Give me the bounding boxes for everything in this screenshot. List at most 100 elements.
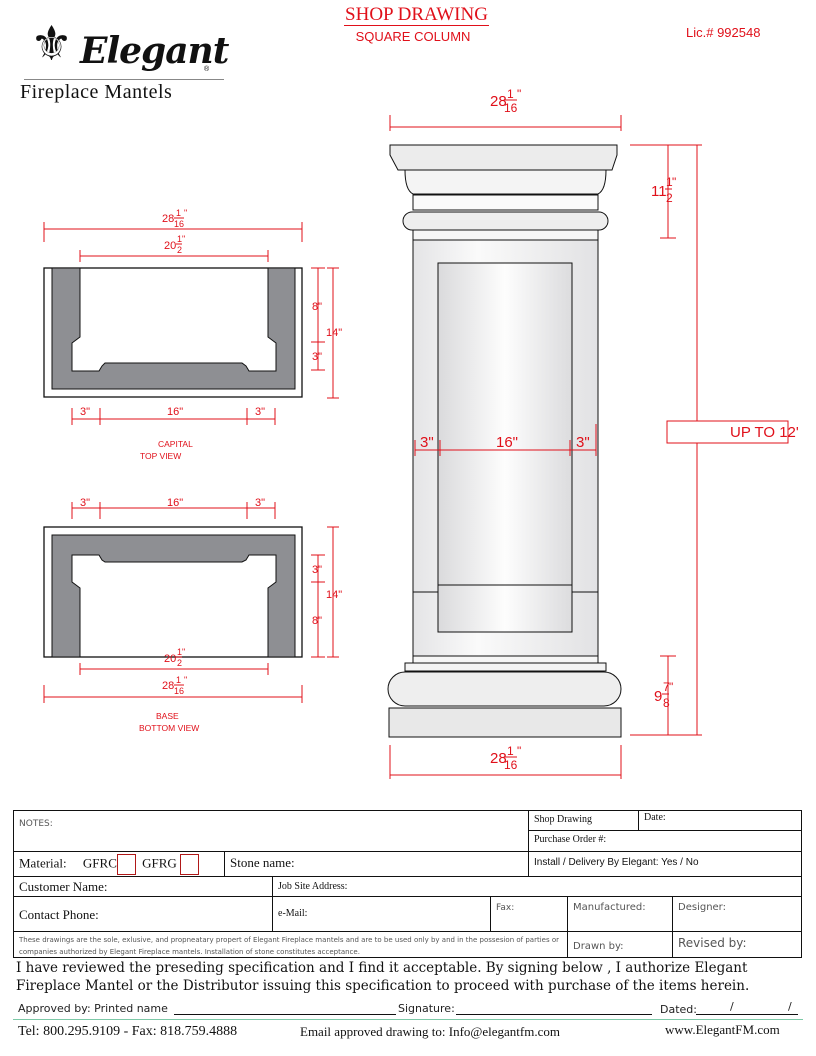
dated-input[interactable]: [696, 1002, 798, 1015]
signature-label: Signature:: [398, 1002, 455, 1015]
capital-depth-a: 8": [312, 301, 322, 313]
disclaimer-text: These drawings are the sole, exlusive, a…: [19, 936, 559, 956]
capital-top-view: 28 1 16 " 20 1 2 " 8" 3" 14" 3" 16" 3" C…: [43, 208, 342, 461]
footer-website[interactable]: www.ElegantFM.com: [665, 1022, 780, 1037]
base-overall-width-num: 1: [176, 675, 181, 685]
customer-name-field[interactable]: Customer Name:: [13, 876, 273, 897]
drawn-by-field[interactable]: Drawn by:: [567, 931, 673, 958]
capital-sublabel: TOP VIEW: [140, 451, 181, 461]
fraction-den: 16: [504, 101, 518, 115]
disclaimer: These drawings are the sole, exlusive, a…: [13, 931, 568, 958]
purchase-order-field[interactable]: Purchase Order #:: [528, 830, 802, 852]
unit: ": [517, 744, 521, 758]
capital-label: CAPITAL: [158, 439, 193, 449]
unit: ": [517, 87, 521, 101]
capital-overall-width-num: 1: [176, 208, 181, 218]
revised-by-label: Revised by:: [678, 936, 747, 950]
shaft-right: 3": [576, 434, 590, 451]
authorization-statement: I have reviewed the preseding specificat…: [16, 960, 750, 994]
footer-phone: Tel: 800.295.9109 - Fax: 818.759.4888: [18, 1024, 238, 1039]
designer-label: Designer:: [678, 902, 726, 913]
date-field[interactable]: Date:: [638, 810, 802, 831]
base-dimension-lines: [43, 502, 339, 703]
stone-name-field[interactable]: Stone name:: [224, 851, 529, 877]
base-right: 3": [255, 497, 265, 509]
capital-inner-width-num: 1: [177, 234, 182, 244]
base-depth-b: 8": [312, 615, 322, 627]
base-total-depth: 14": [326, 589, 342, 601]
base-inner-width-den: 2: [177, 658, 182, 668]
gfrc-checkbox[interactable]: [116, 854, 136, 875]
unit: ": [669, 680, 673, 694]
column-dimension-lines: [389, 115, 789, 779]
gfrg-label: GFRG: [142, 855, 177, 871]
fraction-num: 1: [666, 175, 673, 189]
email-field[interactable]: e-Mail:: [272, 896, 491, 932]
base-overall-width-whole: 28: [162, 680, 174, 692]
capital-dimension-lines: [43, 222, 339, 425]
column-panel: [437, 262, 573, 633]
unit: ": [184, 208, 187, 218]
manufactured-label: Manufactured:: [573, 902, 646, 913]
base-label: BASE: [156, 711, 179, 721]
base-depth-a: 3": [312, 564, 322, 576]
designer-field[interactable]: Designer:: [672, 896, 802, 932]
base-inner-width-num: 1: [177, 647, 182, 657]
material-label: Material:: [19, 855, 67, 871]
material-field: Material: GFRC GFRG: [13, 851, 225, 877]
shaft-middle: 16": [496, 434, 518, 451]
license-number: Lic.# 992548: [686, 25, 761, 40]
shop-drawing: 28 1 16 " 20 1 2 " 8" 3" 14" 3" 16" 3" C…: [43, 87, 799, 779]
fax-field[interactable]: Fax:: [490, 896, 568, 932]
logo-rule: [24, 79, 224, 80]
date-slash: /: [730, 1000, 734, 1013]
company-logo: ⚜ Elegant ® Fireplace Mantels: [18, 20, 230, 104]
base-plinth: [388, 707, 622, 738]
printed-name-label: Approved by: Printed name: [18, 1002, 168, 1015]
approval-line: Approved by: Printed name Signature: Dat…: [18, 1000, 808, 1018]
fraction-num: 1: [507, 87, 514, 101]
revised-by-field[interactable]: Revised by:: [672, 931, 802, 958]
fraction-num: 1: [507, 744, 514, 758]
divider: [13, 1019, 803, 1020]
page-title: SHOP DRAWING: [0, 4, 816, 26]
fleur-de-lis-icon: ⚜: [30, 16, 74, 72]
base-left: 3": [80, 497, 90, 509]
notes-field[interactable]: NOTES:: [13, 810, 529, 852]
logo-brand: Elegant: [80, 30, 229, 72]
capital-inner-width-whole: 20: [164, 240, 176, 252]
signature-input[interactable]: [456, 1002, 652, 1015]
install-delivery-field[interactable]: Install / Delivery By Elegant: Yes / No: [528, 851, 802, 877]
capital-middle: 16": [167, 406, 183, 418]
dated-label: Dated:: [660, 1003, 697, 1016]
capital-total-depth: 14": [326, 327, 342, 339]
unit: ": [182, 234, 185, 244]
fraction-den: 2: [666, 191, 673, 205]
job-site-address-field[interactable]: Job Site Address:: [272, 876, 802, 897]
capital-cap: [389, 144, 618, 171]
logo-tagline: Fireplace Mantels: [20, 81, 173, 103]
gfrg-checkbox[interactable]: [180, 854, 200, 875]
manufactured-field[interactable]: Manufactured:: [567, 896, 673, 932]
capital-section: [51, 267, 296, 390]
footer-email[interactable]: Email approved drawing to: Info@elegantf…: [300, 1024, 560, 1039]
contact-phone-field[interactable]: Contact Phone:: [13, 896, 273, 932]
column-bottom-width-whole: 28: [490, 750, 507, 767]
capital-left: 3": [80, 406, 90, 418]
capital-torus: [402, 211, 609, 231]
date-slash: /: [788, 1000, 792, 1013]
base-bottom-view: 3" 16" 3" 3" 8" 14" 20 1 2 " 28 1 16 " B…: [43, 497, 342, 733]
base-middle: 16": [167, 497, 183, 509]
capital-overall-width-whole: 28: [162, 213, 174, 225]
page-subtitle: SQUARE COLUMN: [355, 29, 471, 44]
unit: ": [184, 675, 187, 685]
title-text: SHOP DRAWING: [344, 4, 489, 26]
notes-label: NOTES:: [19, 819, 53, 829]
capital-inner-width-den: 2: [177, 245, 182, 255]
fax-label: Fax:: [496, 903, 515, 913]
base-sublabel: BOTTOM VIEW: [139, 723, 199, 733]
fraction-den: 16: [504, 758, 518, 772]
capital-cove: [404, 169, 607, 195]
printed-name-input[interactable]: [174, 1002, 396, 1015]
capital-right: 3": [255, 406, 265, 418]
